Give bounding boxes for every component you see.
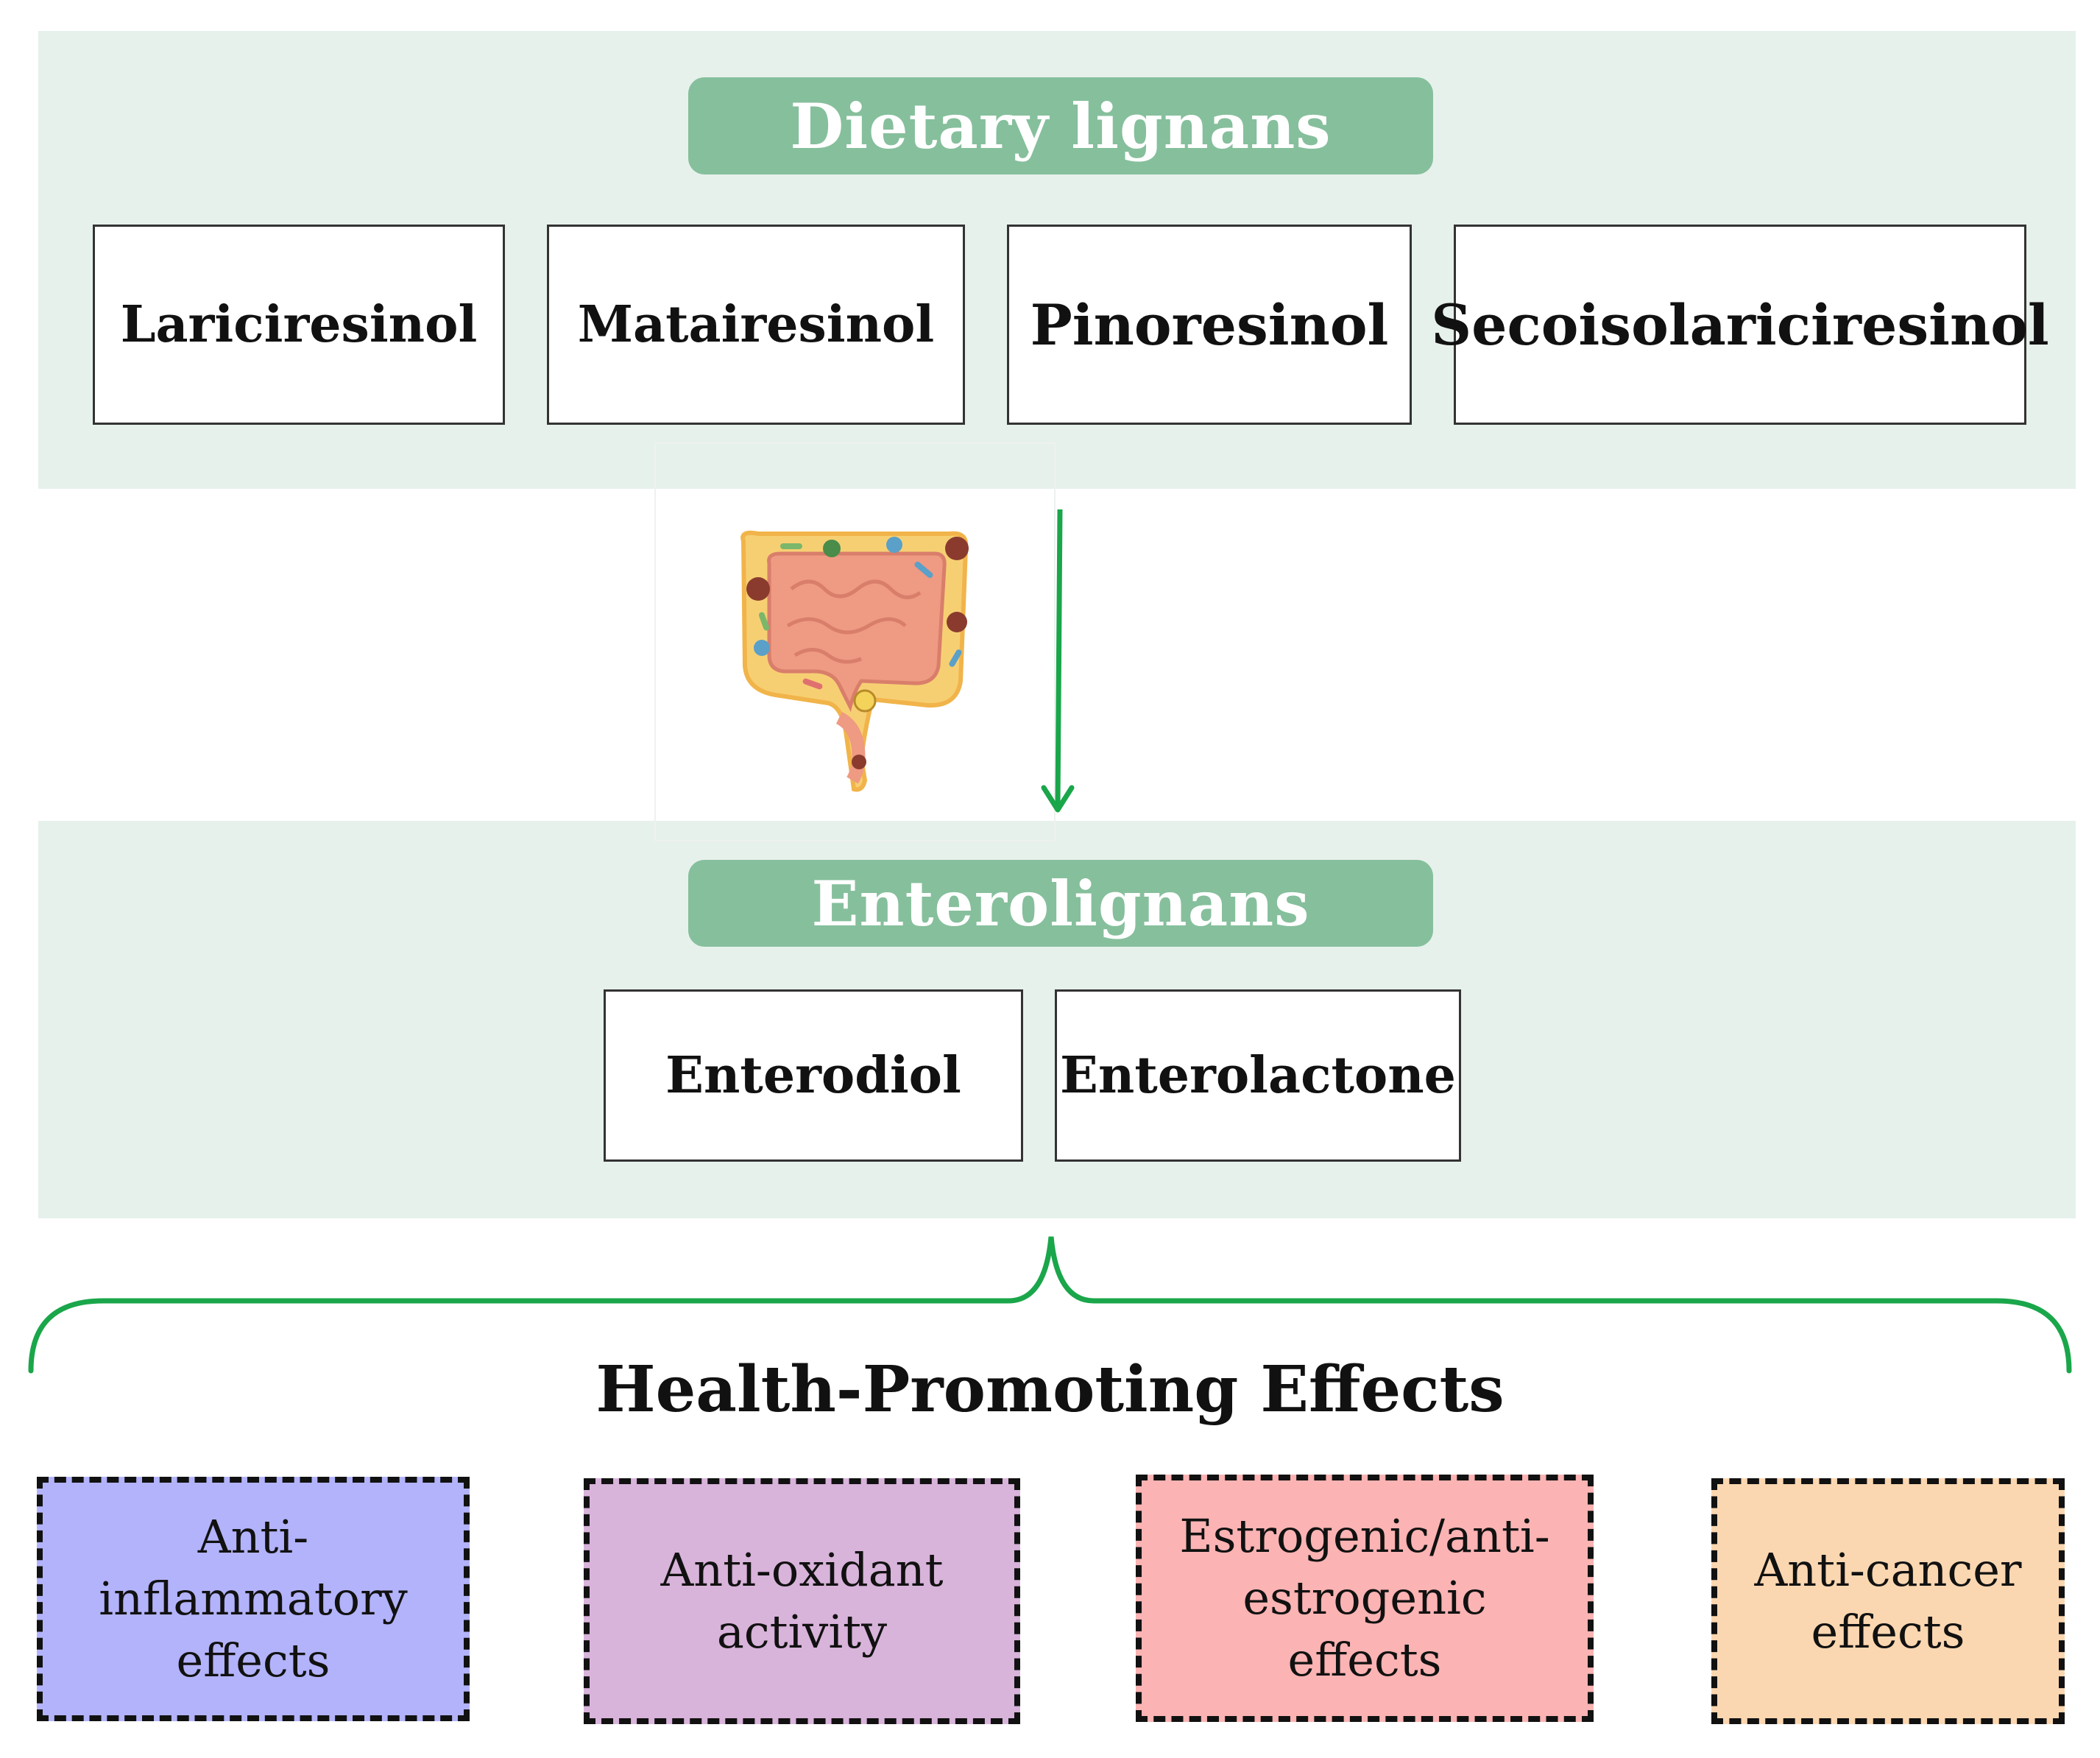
effect-box-anti-inflammatory: Anti- inflammatory effects: [37, 1477, 470, 1721]
enterolignan-box-enterodiol: Enterodiol: [604, 989, 1023, 1162]
effect-box-estrogenic: Estrogenic/anti- estrogenic effects: [1136, 1475, 1594, 1722]
colon-microbiota-icon: [740, 530, 969, 792]
effect-box-anti-oxidant: Anti-oxidant activity: [584, 1478, 1020, 1724]
effect-line: Anti-: [197, 1510, 309, 1564]
enterolignan-box-enterolactone: Enterolactone: [1055, 989, 1461, 1162]
effect-line: effects: [1811, 1605, 1965, 1659]
effect-line: inflammatory: [99, 1572, 408, 1626]
effect-line: effects: [176, 1633, 330, 1687]
effect-box-anti-cancer: Anti-cancer effects: [1711, 1478, 2065, 1724]
effect-line: Anti-cancer: [1754, 1543, 2022, 1598]
enterolignans-header: Enterolignans: [688, 860, 1433, 947]
effects-brace: [28, 1236, 2072, 1374]
down-arrow: [1041, 509, 1075, 813]
gut-illustration-frame: [654, 442, 1056, 841]
effect-line: activity: [716, 1605, 888, 1659]
dietary-lignans-header: Dietary lignans: [688, 77, 1433, 174]
lignan-box-pinoresinol: Pinoresinol: [1007, 225, 1412, 425]
effect-line: Anti-oxidant: [660, 1543, 944, 1598]
effect-line: Estrogenic/anti-: [1179, 1509, 1550, 1564]
lignan-box-secoisolariciresinol: Secoisolariciresinol: [1431, 225, 2049, 425]
health-effects-title: Health-Promoting Effects: [595, 1352, 1505, 1427]
lignan-box-matairesinol: Matairesinol: [547, 225, 965, 425]
lignan-box-lariciresinol: Lariciresinol: [93, 225, 505, 425]
effect-line: estrogenic effects: [1242, 1571, 1487, 1687]
